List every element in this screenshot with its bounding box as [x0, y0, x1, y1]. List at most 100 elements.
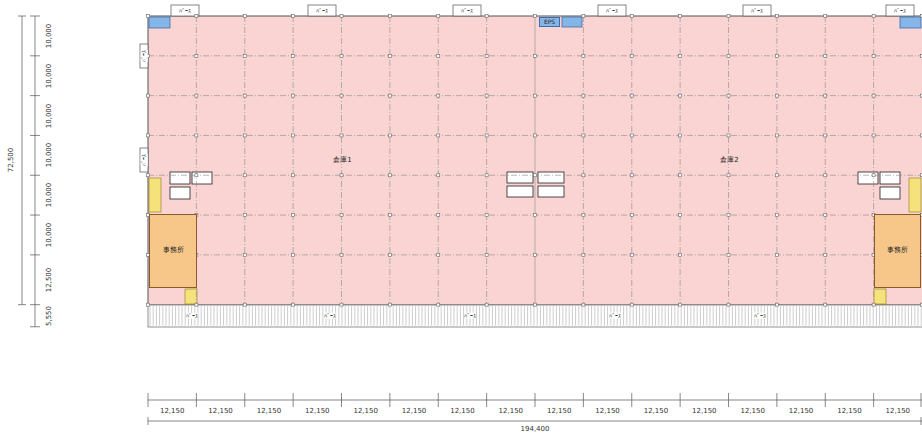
hatch-line — [914, 306, 915, 326]
column-mark — [775, 15, 778, 18]
dimension-tick — [148, 417, 149, 425]
stair-area — [874, 289, 886, 304]
hatch-line — [370, 306, 371, 326]
berth-label: ﾊﾞｰｽ — [754, 312, 766, 319]
column-mark — [921, 54, 922, 57]
hatch-line — [671, 306, 672, 326]
hatch-line — [287, 306, 288, 326]
hatch-line — [870, 306, 871, 326]
dimension-label: 12,150 — [692, 408, 717, 416]
berth-bump — [598, 5, 626, 16]
hatch-line — [220, 306, 221, 326]
hatch-line — [863, 306, 864, 326]
hatch-line — [604, 306, 605, 326]
hatch-line — [367, 306, 368, 326]
column-mark — [437, 54, 440, 57]
hatch-line — [633, 306, 634, 326]
hatch-line — [774, 306, 775, 326]
hatch-line — [697, 306, 698, 326]
column-mark — [872, 94, 875, 97]
column-mark — [340, 94, 343, 97]
grid-line — [148, 135, 922, 136]
column-mark — [292, 134, 295, 137]
hatch-line — [255, 306, 256, 326]
column-mark — [534, 253, 537, 256]
column-mark — [243, 174, 246, 177]
grid-line — [148, 95, 922, 96]
grid-line — [148, 175, 922, 176]
column-mark — [872, 54, 875, 57]
hatch-line — [246, 306, 247, 326]
dimension-tick — [631, 393, 632, 407]
dimension-tick — [18, 16, 26, 17]
hatch-line — [742, 306, 743, 326]
dimension-label: 12,150 — [837, 408, 862, 416]
hatch-line — [348, 306, 349, 326]
column-mark — [437, 253, 440, 256]
hatch-line — [294, 306, 295, 326]
dimension-tick — [30, 175, 40, 176]
hatch-line — [751, 306, 752, 326]
hatch-line — [351, 306, 352, 326]
hatch-line — [652, 306, 653, 326]
hatch-line — [239, 306, 240, 326]
dimension-tick — [18, 304, 26, 305]
column-mark — [292, 94, 295, 97]
hatch-line — [716, 306, 717, 326]
hatch-line — [492, 306, 493, 326]
column-mark — [630, 303, 633, 306]
hatch-line — [658, 306, 659, 326]
hatch-line — [786, 306, 787, 326]
hatch-line — [319, 306, 320, 326]
hatch-line — [854, 306, 855, 326]
hatch-line — [745, 306, 746, 326]
column-mark — [679, 134, 682, 137]
column-mark — [437, 134, 440, 137]
hatch-line — [834, 306, 835, 326]
column-mark — [485, 214, 488, 217]
hatch-line — [233, 306, 234, 326]
hatch-line — [770, 306, 771, 326]
hatch-line — [591, 306, 592, 326]
column-mark — [727, 253, 730, 256]
column-mark — [195, 94, 198, 97]
hatch-line — [780, 306, 781, 326]
column-mark — [921, 94, 922, 97]
hatch-line — [364, 306, 365, 326]
hatch-line — [521, 306, 522, 326]
lift-symbol — [880, 172, 900, 184]
hatch-line — [882, 306, 883, 326]
lift-symbol — [880, 187, 900, 199]
hatch-line — [511, 306, 512, 326]
hatch-line — [806, 306, 807, 326]
hatch-line — [252, 306, 253, 326]
hatch-line — [898, 306, 899, 326]
room-name: 倉庫2 — [718, 157, 740, 165]
hatch-line — [537, 306, 538, 326]
column-mark — [388, 54, 391, 57]
column-mark — [437, 15, 440, 18]
hatch-line — [732, 306, 733, 326]
hatch-line — [156, 306, 157, 326]
dimension-tick — [825, 393, 826, 407]
berth-label: ﾊﾞｰｽ — [464, 312, 476, 319]
hatch-line — [527, 306, 528, 326]
warehouse-zone: 倉庫1事務所 — [148, 16, 537, 305]
hatch-line — [434, 306, 435, 326]
hatch-line — [665, 306, 666, 326]
hatch-line — [562, 306, 563, 326]
hatch-line — [546, 306, 547, 326]
hatch-line — [217, 306, 218, 326]
column-mark — [292, 15, 295, 18]
hatch-line — [876, 306, 877, 326]
hatch-line — [249, 306, 250, 326]
dimension-label: 10,000 — [46, 24, 54, 49]
hatch-line — [310, 306, 311, 326]
column-mark — [582, 303, 585, 306]
stair-area — [185, 289, 197, 304]
hatch-line — [908, 306, 909, 326]
hatch-line — [226, 306, 227, 326]
berth-bump — [140, 44, 148, 68]
hatch-line — [850, 306, 851, 326]
grid-line — [776, 16, 777, 305]
